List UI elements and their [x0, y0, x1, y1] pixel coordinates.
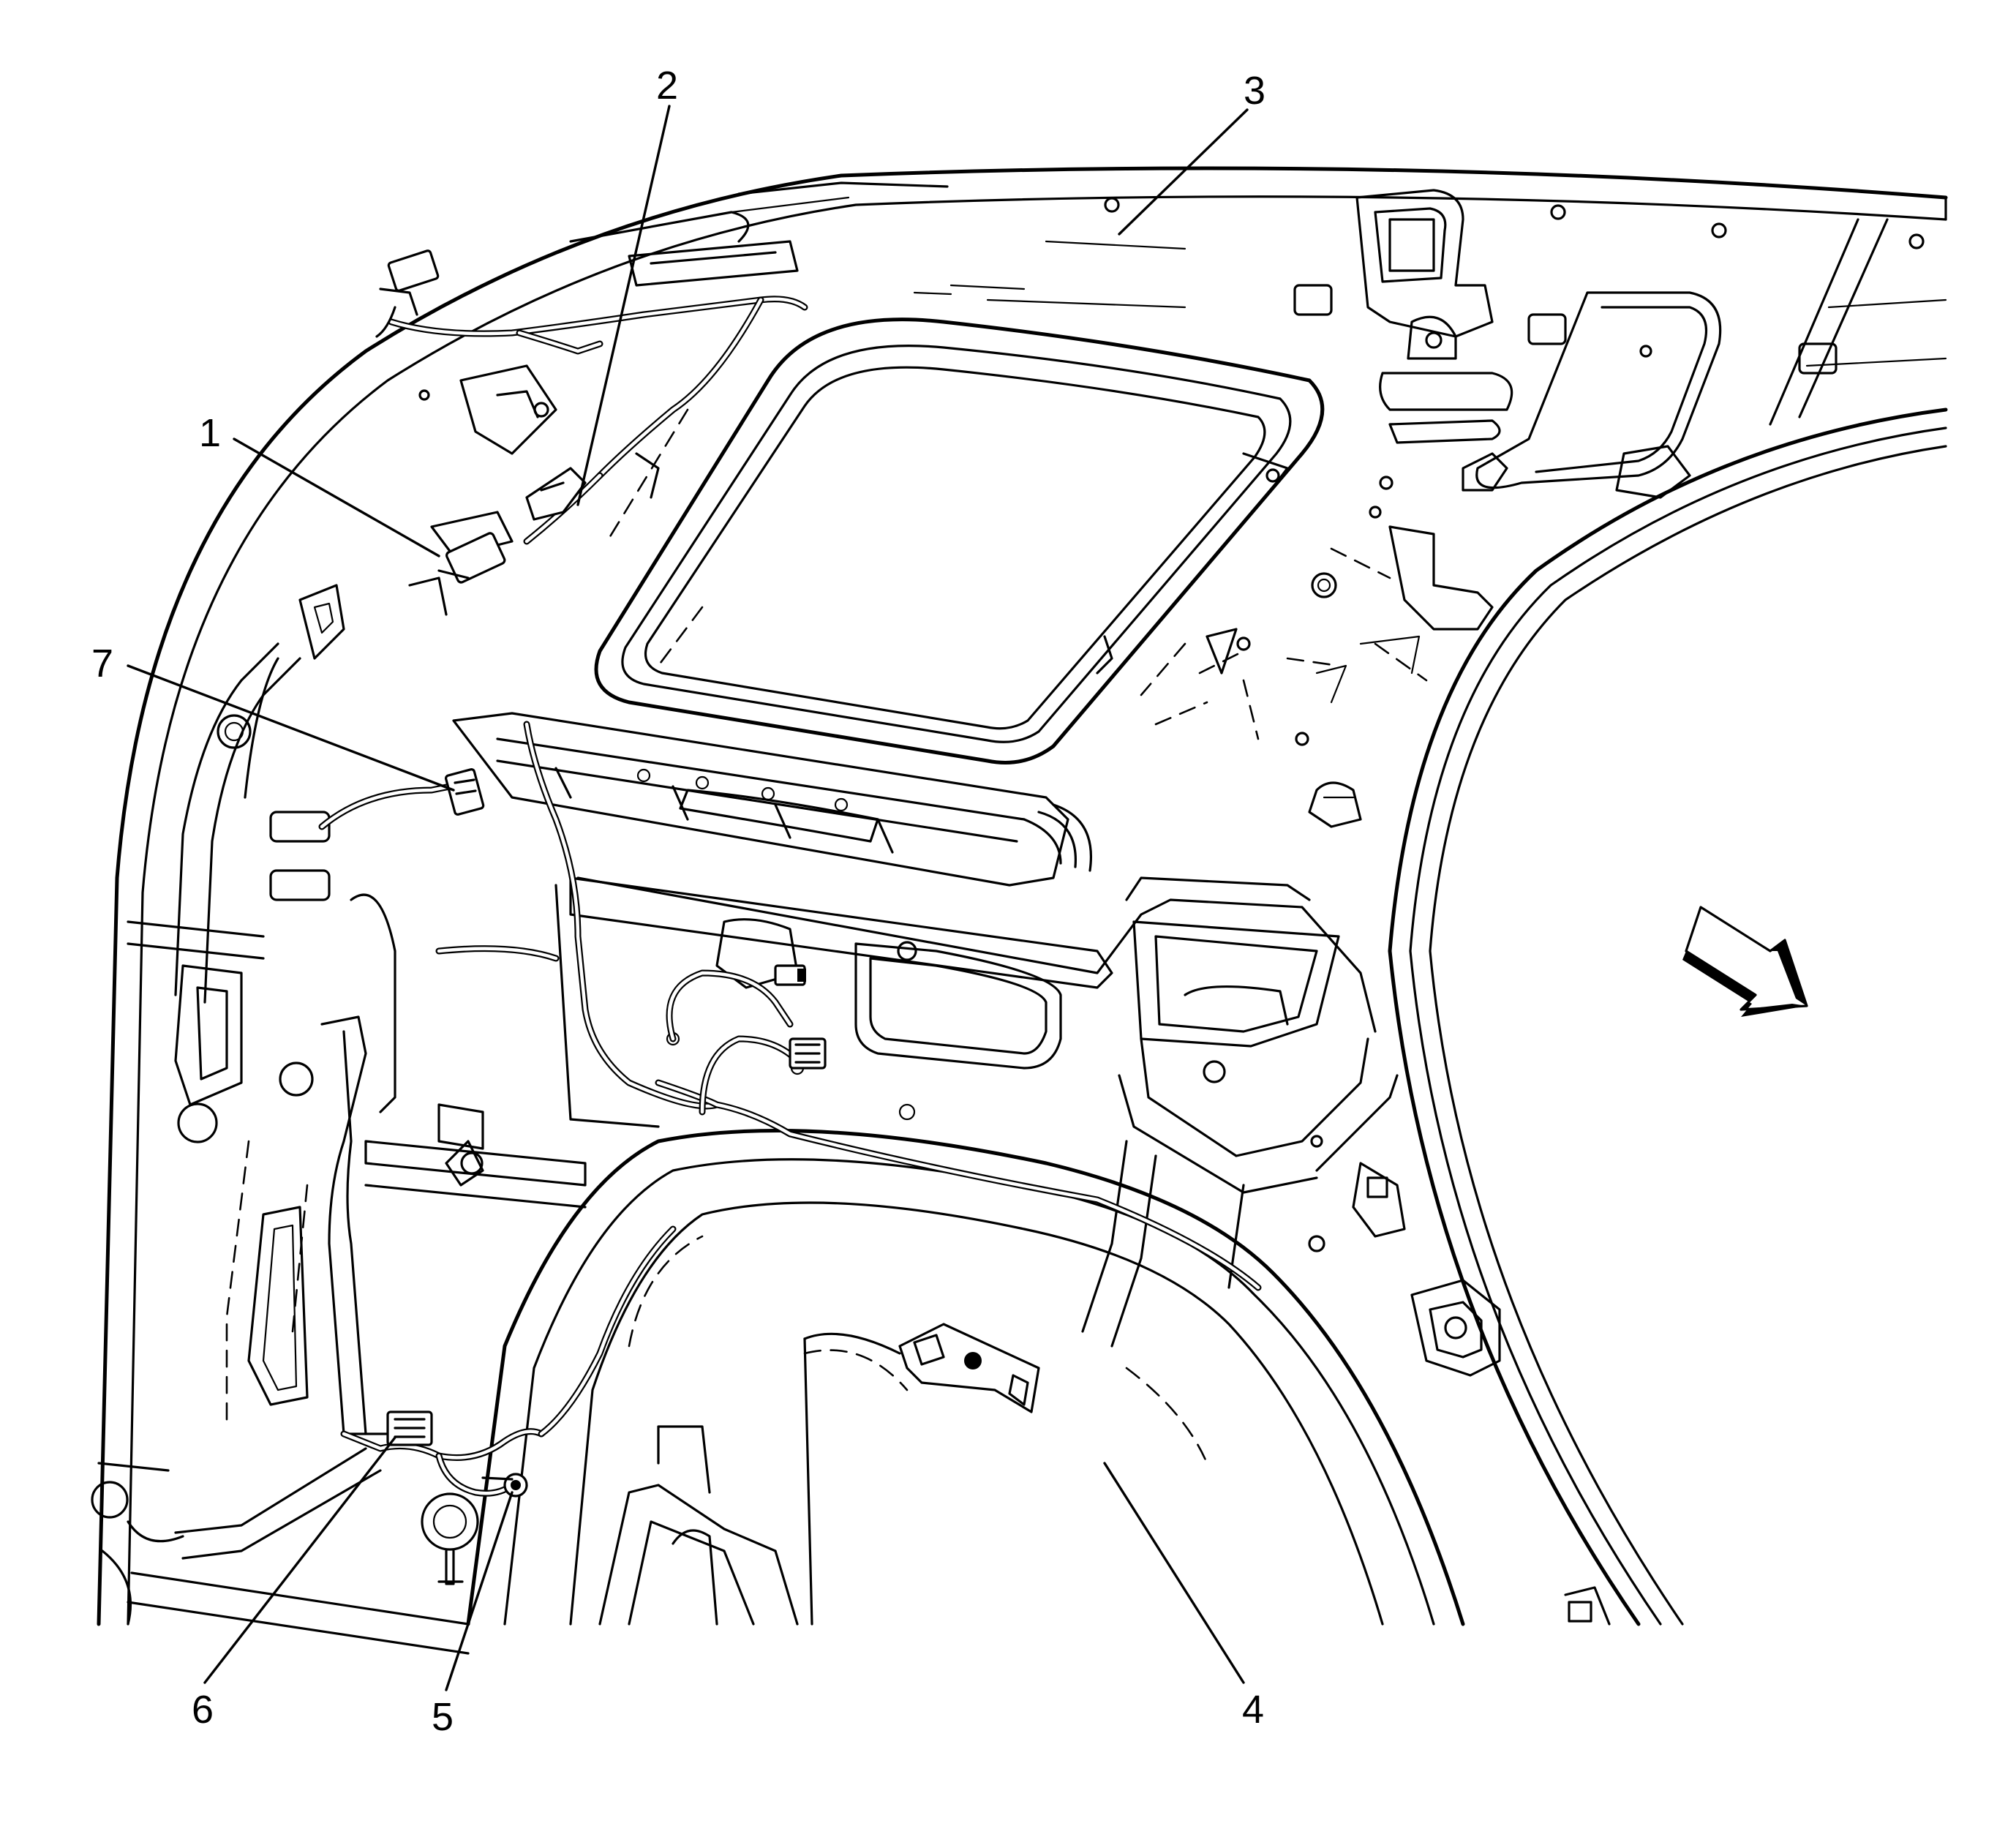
quarter-inner-panel [466, 876, 1611, 1626]
callout-1: 1 [199, 411, 221, 455]
leader-7 [127, 664, 455, 792]
forward-direction-arrow-icon [1682, 906, 1808, 1017]
callout-labels: 1 2 3 4 5 6 7 [91, 64, 1265, 1739]
connectors [364, 467, 827, 1498]
leader-3 [1118, 108, 1249, 236]
callout-4: 4 [1242, 1688, 1264, 1732]
left-pillar-structure [91, 584, 479, 1655]
callout-5: 5 [432, 1695, 454, 1739]
leader-2 [576, 105, 671, 506]
leader-lines [127, 105, 1249, 1691]
callout-2: 2 [656, 64, 678, 108]
roof-opening [594, 318, 1325, 764]
roof-inner-panel [97, 166, 1948, 1626]
rear-header-bracket [452, 712, 1113, 1128]
leader-4 [1103, 1462, 1245, 1684]
wiring-harness [318, 249, 1262, 1497]
leader-1 [233, 437, 440, 557]
callout-6: 6 [192, 1688, 214, 1732]
callout-3: 3 [1244, 69, 1265, 113]
roof-panel-detail [913, 189, 1925, 1252]
callout-7: 7 [91, 642, 113, 685]
roof-side-rail [408, 211, 799, 616]
leader-5 [445, 1491, 514, 1691]
leader-6 [203, 1436, 396, 1684]
